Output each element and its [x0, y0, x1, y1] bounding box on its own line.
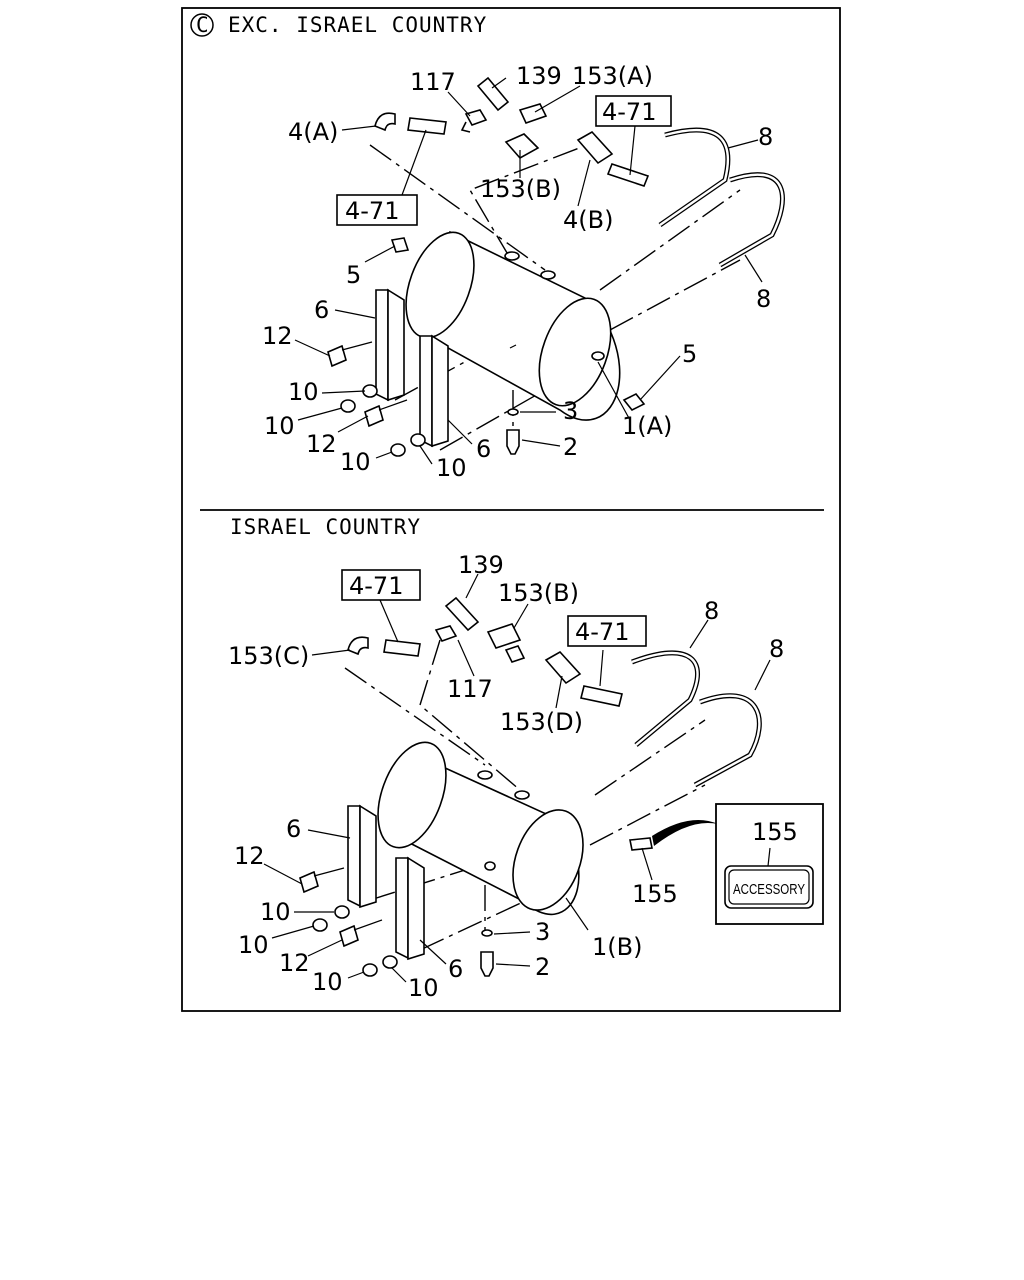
label-155: 155	[632, 880, 678, 908]
label-10-f: 10	[238, 931, 269, 959]
fitting-117-top	[460, 109, 488, 133]
ref-box-4-71-c	[341, 569, 421, 601]
elbow-4a-top	[374, 112, 396, 132]
fitting-153b-bottom	[486, 623, 526, 663]
svg-text:4-71: 4-71	[602, 98, 656, 126]
label-4b: 4(B)	[563, 206, 613, 234]
ref-box-4-71-d	[567, 615, 647, 647]
label-6-c: 6	[286, 815, 301, 843]
label-8-c: 8	[704, 597, 719, 625]
label-6-d: 6	[448, 955, 463, 983]
label-10-c: 10	[340, 448, 371, 476]
bracket-6-top-left	[375, 288, 405, 402]
label-10-g: 10	[312, 968, 343, 996]
fitting-153d-bottom	[544, 650, 582, 685]
label-10-b: 10	[264, 412, 295, 440]
bracket-6-bottom-right	[395, 856, 425, 961]
label-12-b: 12	[306, 430, 337, 458]
label-5-b: 5	[682, 340, 697, 368]
label-12-c: 12	[234, 842, 265, 870]
label-117: 117	[410, 68, 456, 96]
label-2: 2	[563, 433, 578, 461]
label-3-b: 3	[535, 918, 550, 946]
label-153c: 153(C)	[228, 642, 309, 670]
section-header-israel: ISRAEL COUNTRY	[230, 515, 421, 539]
section-israel: ISRAEL COUNTRY	[228, 515, 824, 1002]
label-12-d: 12	[279, 949, 310, 977]
svg-text:4-71: 4-71	[349, 572, 403, 600]
fitting-117-bottom	[434, 625, 458, 642]
label-10-a: 10	[288, 378, 319, 406]
label-1b: 1(B)	[592, 933, 642, 961]
air-tank-1b	[377, 741, 584, 916]
fitting-139-bottom	[444, 596, 480, 632]
label-8-a: 8	[758, 123, 773, 151]
circled-c-letter: C	[196, 13, 210, 37]
fitting-153a-top	[504, 103, 548, 160]
section-exc-israel: C EXC. ISRAEL COUNTRY	[190, 13, 785, 482]
label-4a: 4(A)	[288, 118, 338, 146]
label-2-b: 2	[535, 953, 550, 981]
label-139: 139	[516, 62, 562, 90]
svg-text:4-71: 4-71	[575, 618, 629, 646]
inset-accessory-155: 155 ACCESSORY	[715, 803, 824, 925]
air-tank-1a	[405, 230, 621, 421]
label-5-a: 5	[346, 261, 361, 289]
label-1a: 1(A)	[622, 412, 672, 440]
svg-text:155: 155	[752, 818, 798, 846]
label-10-e: 10	[260, 898, 291, 926]
label-153b: 153(B)	[480, 175, 561, 203]
label-8-b: 8	[756, 285, 771, 313]
elbow-153c-bottom	[347, 636, 369, 656]
label-153d: 153(D)	[500, 708, 583, 736]
ref-box-4-71-b	[336, 194, 418, 226]
fitting-4b-top	[576, 130, 614, 165]
label-153b-b: 153(B)	[498, 579, 579, 607]
bracket-6-top-right	[419, 334, 449, 448]
label-6-a: 6	[314, 296, 329, 324]
label-117-b: 117	[447, 675, 493, 703]
label-10-d: 10	[436, 454, 467, 482]
label-6-b: 6	[476, 435, 491, 463]
section-header-exc-israel: EXC. ISRAEL COUNTRY	[228, 13, 487, 37]
ref-box-4-71-a	[595, 95, 672, 127]
diagram-frame	[181, 7, 841, 1012]
circled-c-icon	[190, 13, 214, 37]
label-139-b: 139	[458, 551, 504, 579]
label-10-h: 10	[408, 974, 439, 1002]
label-3: 3	[563, 397, 578, 425]
accessory-tag	[724, 865, 814, 909]
accessory-tag-text: ACCESSORY	[733, 881, 805, 898]
bracket-6-bottom-left	[347, 804, 377, 909]
fitting-139-top	[476, 76, 510, 112]
svg-text:4-71: 4-71	[345, 197, 399, 225]
label-12-a: 12	[262, 322, 293, 350]
label-8-d: 8	[769, 635, 784, 663]
label-153a: 153(A)	[572, 62, 653, 90]
